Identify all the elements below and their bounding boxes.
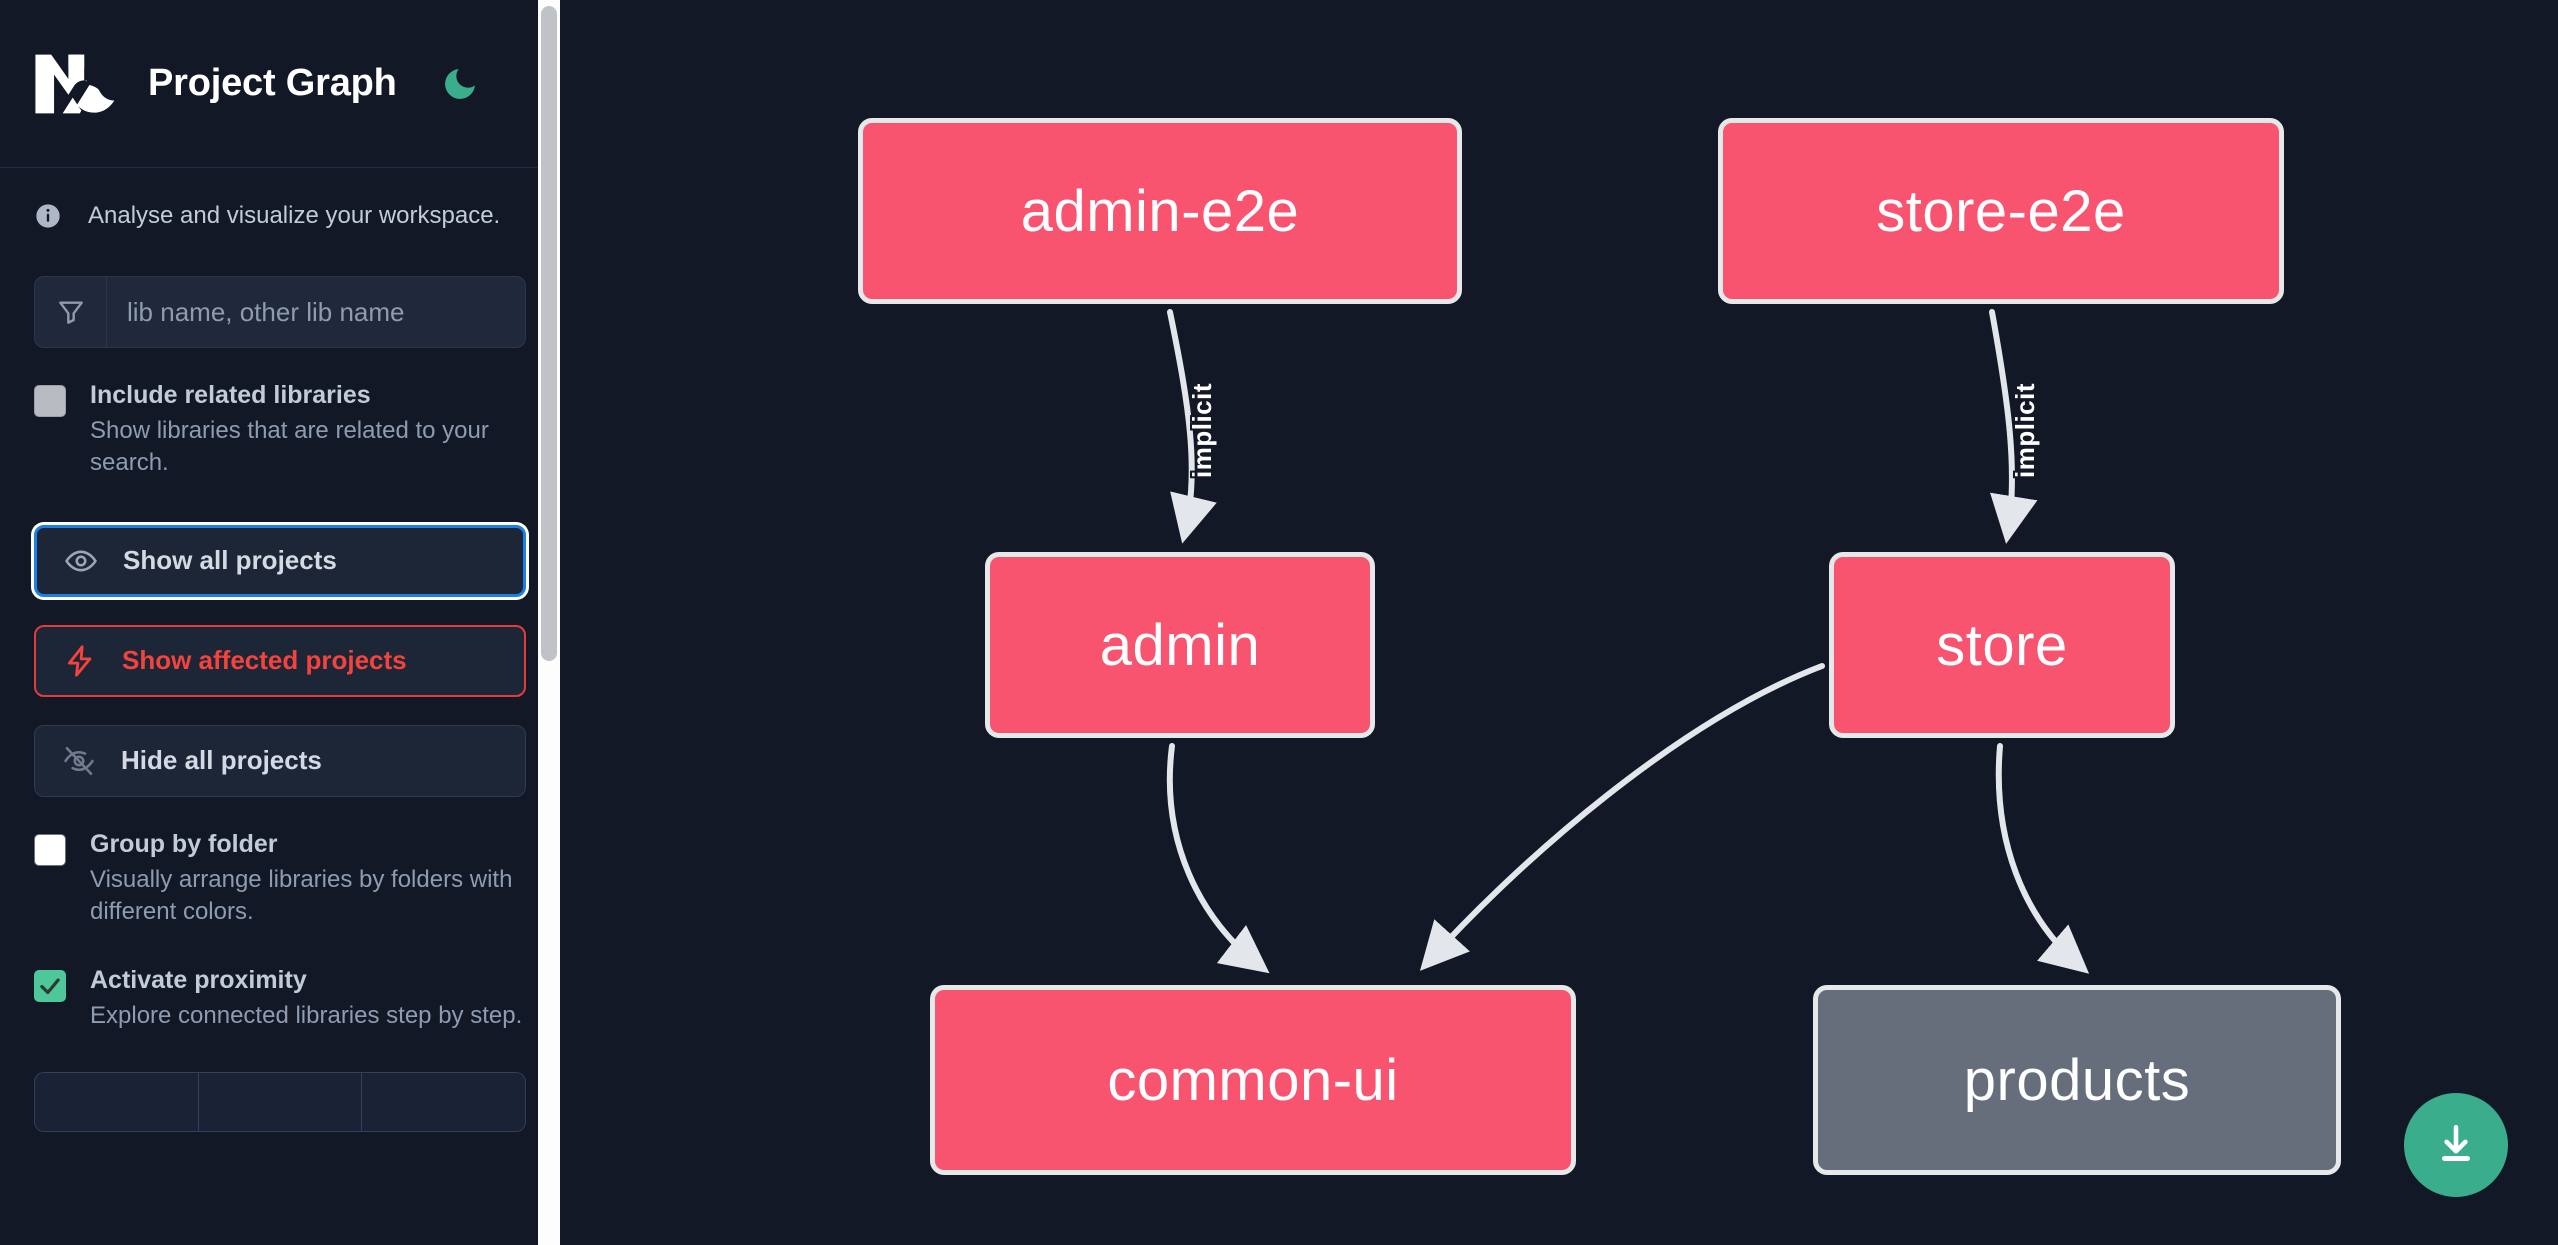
graph-edges bbox=[1166, 309, 2090, 974]
funnel-icon bbox=[35, 277, 107, 347]
eye-icon bbox=[61, 541, 101, 581]
lightning-icon bbox=[60, 641, 100, 681]
hide-all-projects-button[interactable]: Hide all projects bbox=[34, 724, 526, 797]
graph-node-admin[interactable]: admin bbox=[985, 552, 1375, 738]
visibility-button-group: Show all projects Show affected projects bbox=[0, 524, 560, 797]
show-affected-projects-button[interactable]: Show affected projects bbox=[34, 624, 526, 697]
segment-option[interactable] bbox=[35, 1073, 199, 1132]
moon-icon[interactable] bbox=[437, 61, 483, 107]
sidebar: Project Graph Analyse and visualize your… bbox=[0, 0, 560, 1245]
checkbox-box[interactable] bbox=[34, 385, 66, 417]
segment-option[interactable] bbox=[198, 1073, 363, 1132]
checkbox-box[interactable] bbox=[34, 970, 66, 1003]
graph-node-store-e2e[interactable]: store-e2e bbox=[1718, 118, 2284, 304]
edge-store-e2e-to-store bbox=[1989, 309, 2038, 544]
checkbox-box[interactable] bbox=[34, 833, 66, 866]
hide-all-projects-label: Hide all projects bbox=[121, 745, 322, 776]
project-graph-canvas[interactable]: admin-e2e store-e2e admin store common-u… bbox=[560, 0, 2558, 1245]
nx-logo-icon bbox=[34, 53, 120, 115]
checkbox-label: Activate proximity bbox=[90, 966, 307, 995]
graph-node-store[interactable]: store bbox=[1829, 552, 2175, 738]
graph-node-products[interactable]: products bbox=[1813, 985, 2341, 1175]
checkbox-label: Include related libraries bbox=[90, 381, 371, 409]
graph-node-label: common-ui bbox=[1107, 1047, 1399, 1113]
graph-node-admin-e2e[interactable]: admin-e2e bbox=[858, 118, 1462, 304]
checkbox-description: Show libraries that are related to your … bbox=[90, 417, 489, 476]
download-image-button[interactable] bbox=[2404, 1093, 2508, 1197]
edge-admin-to-common-ui bbox=[1166, 743, 1270, 974]
info-icon bbox=[34, 202, 62, 230]
edge-store-to-products bbox=[1995, 743, 2090, 974]
edge-admin-e2e-to-admin bbox=[1167, 309, 1217, 544]
download-icon bbox=[2442, 1125, 2470, 1162]
show-all-projects-button[interactable]: Show all projects bbox=[34, 524, 526, 597]
checkbox-include-related-libraries[interactable]: Include related libraries Show libraries… bbox=[0, 380, 560, 479]
graph-node-common-ui[interactable]: common-ui bbox=[930, 985, 1576, 1175]
checkbox-activate-proximity[interactable]: Activate proximity Explore connected lib… bbox=[0, 965, 560, 1032]
graph-node-label: admin bbox=[1099, 612, 1261, 678]
segment-option[interactable] bbox=[362, 1073, 525, 1132]
checkbox-description: Visually arrange libraries by folders wi… bbox=[90, 865, 513, 925]
sidebar-scrollbar[interactable] bbox=[538, 0, 560, 1245]
sidebar-scrollbar-thumb[interactable] bbox=[541, 6, 557, 661]
segmented-control[interactable] bbox=[34, 1072, 526, 1133]
workspace-info: Analyse and visualize your workspace. bbox=[0, 168, 560, 230]
check-icon bbox=[40, 978, 60, 995]
eye-off-icon bbox=[59, 741, 99, 781]
edge-store-to-common-ui bbox=[1419, 663, 1825, 971]
checkbox-description: Explore connected libraries step by step… bbox=[90, 1002, 523, 1030]
search-input[interactable] bbox=[107, 277, 525, 347]
page-title: Project Graph bbox=[148, 62, 397, 104]
show-all-projects-label: Show all projects bbox=[123, 545, 337, 576]
sidebar-header: Project Graph bbox=[0, 0, 560, 168]
workspace-info-text: Analyse and visualize your workspace. bbox=[88, 202, 501, 229]
graph-node-label: admin-e2e bbox=[1020, 178, 1300, 244]
checkbox-group-by-folder[interactable]: Group by folder Visually arrange librari… bbox=[0, 829, 560, 928]
checkbox-label: Group by folder bbox=[90, 829, 278, 858]
graph-node-label: products bbox=[1963, 1047, 2191, 1113]
graph-node-label: store-e2e bbox=[1876, 178, 2126, 244]
filter-bar bbox=[34, 276, 526, 348]
show-affected-projects-label: Show affected projects bbox=[122, 645, 407, 676]
graph-node-label: store bbox=[1936, 612, 2068, 678]
